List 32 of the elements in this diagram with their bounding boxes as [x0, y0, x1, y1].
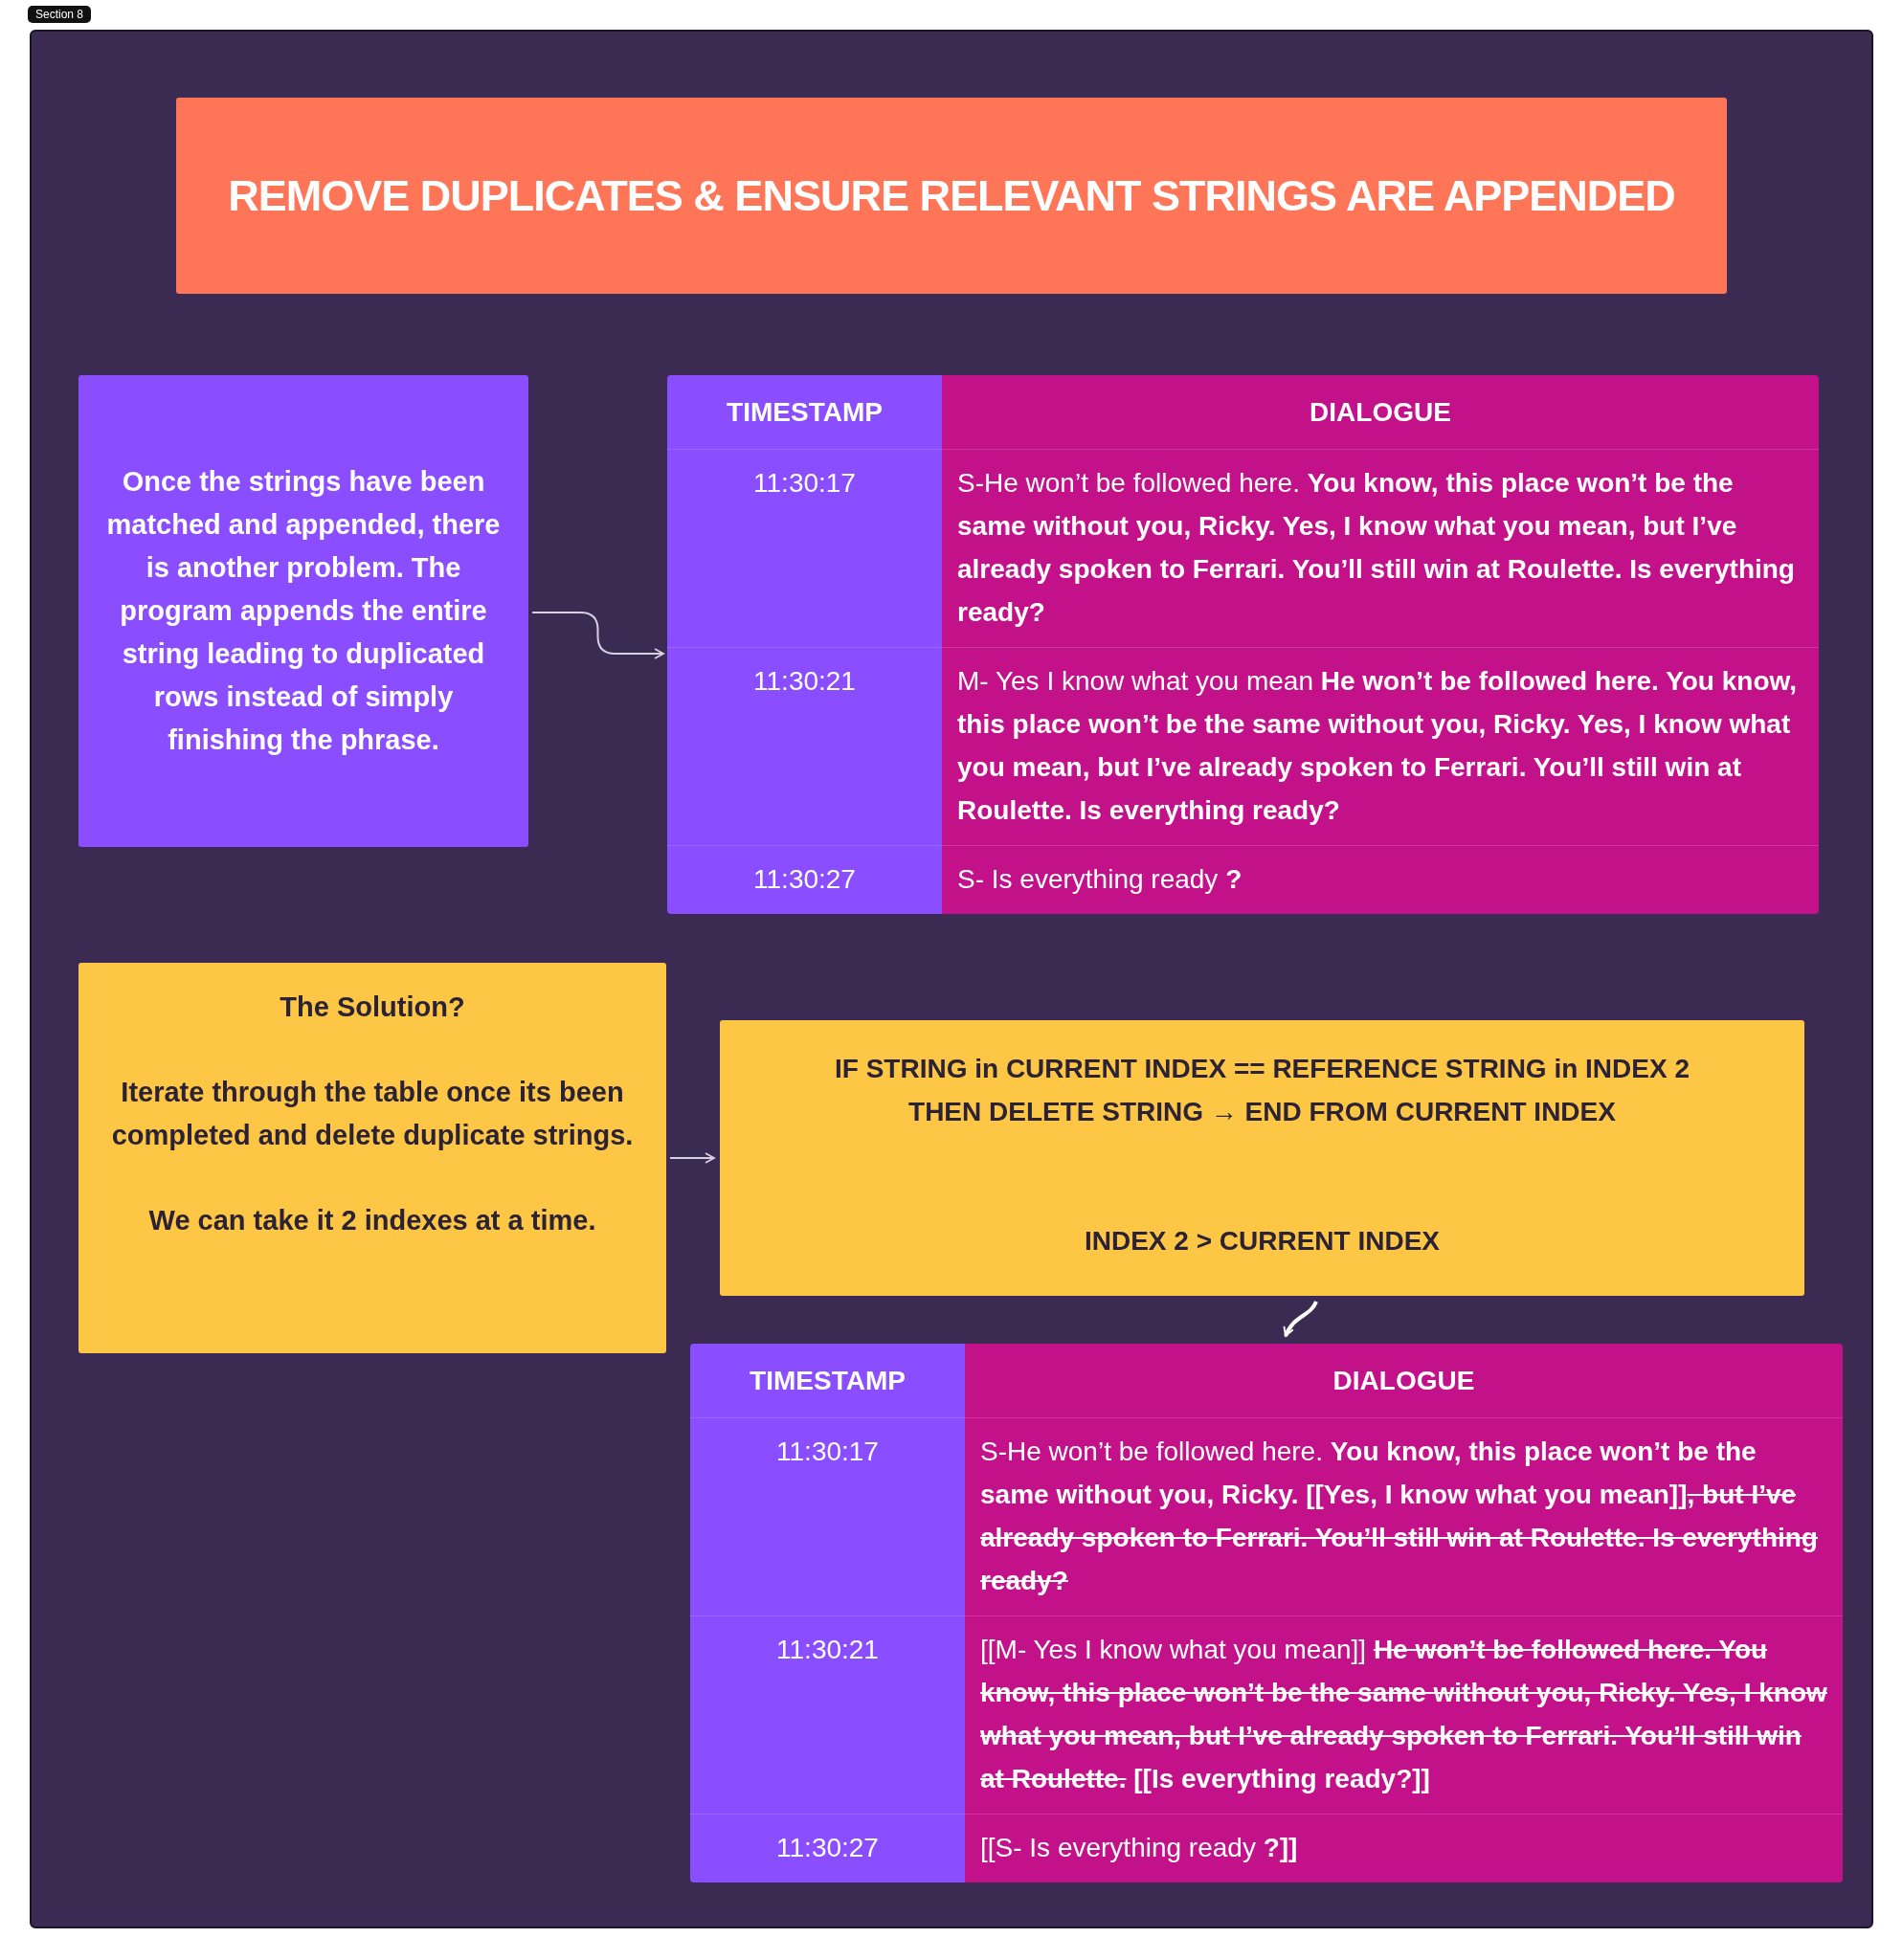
- timestamp-cell: 11:30:17: [690, 1417, 965, 1615]
- card-heading: The Solution?: [280, 991, 465, 1024]
- column-header: DIALOGUE: [965, 1344, 1843, 1417]
- timestamp-cell: 11:30:27: [667, 845, 942, 914]
- timestamp-cell: 11:30:21: [667, 647, 942, 845]
- arrow: [531, 612, 664, 659]
- card-text: We can take it 2 indexes at a time.: [148, 1204, 596, 1237]
- pseudocode-line: THEN DELETE STRING → END FROM CURRENT INDEX: [908, 1096, 1616, 1128]
- arrow: [1284, 1301, 1318, 1337]
- dialogue-cell: [[M- Yes I know what you mean]] He won’t be followed here. You know, this place won’t be the same without you, Ricky. Yes, I know what you mean, but I’ve already spoken to Ferrari. You’ll still win at Roulette. [[Is everything ready?]]: [965, 1615, 1843, 1814]
- arrow: [669, 1152, 715, 1164]
- pseudocode-card: [720, 1020, 1804, 1296]
- timestamp-cell: 11:30:27: [690, 1814, 965, 1882]
- section-tag: Section 8: [28, 6, 92, 23]
- timestamp-cell: 11:30:21: [690, 1615, 965, 1814]
- dialogue-cell: M- Yes I know what you mean He won’t be followed here. You know, this place won’t be the same without you, Ricky. Yes, I know what you mean, but I’ve already spoken to Ferrari. You’ll still win at Roulette. Is everything ready?: [942, 647, 1819, 845]
- note-card: [78, 375, 528, 847]
- note-text: Once the strings have been matched and appended, there is another problem. The program appends the entire string leading to duplicated rows instead of simply finishing the phrase.: [105, 465, 502, 757]
- dialogue-cell: [[S- Is everything ready ?]]: [965, 1814, 1843, 1882]
- dialogue-cell: S- Is everything ready ?: [942, 845, 1819, 914]
- pseudocode-line: INDEX 2 > CURRENT INDEX: [1084, 1225, 1441, 1258]
- title-text: REMOVE DUPLICATES & ENSURE RELEVANT STRINGS ARE APPENDED: [228, 170, 1675, 221]
- card-text: Iterate through the table once its been completed and delete duplicate strings.: [110, 1076, 635, 1152]
- pseudocode-line: IF STRING in CURRENT INDEX == REFERENCE STRING in INDEX 2: [835, 1053, 1690, 1085]
- solution-card: [78, 963, 666, 1353]
- timestamp-cell: 11:30:17: [667, 449, 942, 647]
- dialogue-cell: S-He won’t be followed here. You know, this place won’t be the same without you, Ricky. Yes, I know what you mean, but I’ve already spoken to Ferrari. You’ll still win at Roulette. Is everything ready?: [942, 449, 1819, 647]
- column-header: TIMESTAMP: [667, 375, 942, 449]
- column-header: DIALOGUE: [942, 375, 1819, 449]
- title-banner: [176, 98, 1727, 294]
- column-header: TIMESTAMP: [690, 1344, 965, 1417]
- dialogue-cell: S-He won’t be followed here. You know, this place won’t be the same without you, Ricky. [[Yes, I know what you mean]], but I’ve already spoken to Ferrari. You’ll still win at Roulette. Is everything ready?: [965, 1417, 1843, 1615]
